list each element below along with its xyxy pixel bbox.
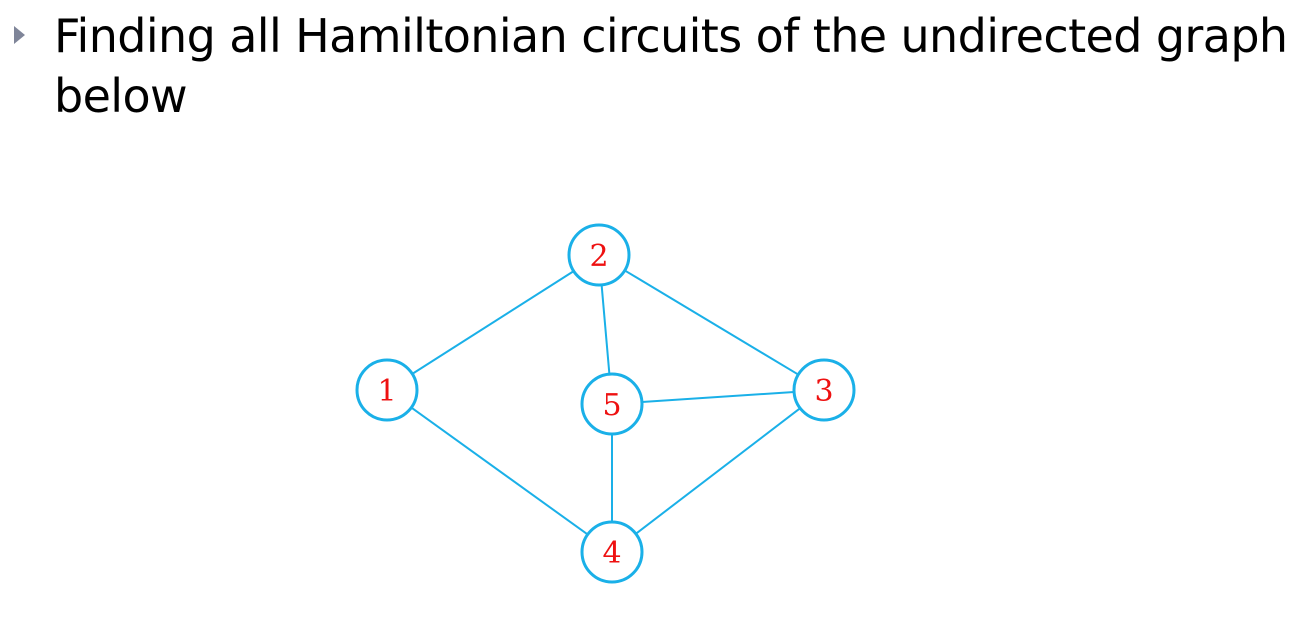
node-3: 3 xyxy=(792,358,856,422)
node-circle xyxy=(355,358,419,422)
node-1: 1 xyxy=(355,358,419,422)
node-circle xyxy=(580,520,644,584)
node-circle xyxy=(580,372,644,436)
edge-1-2 xyxy=(411,270,575,375)
node-circle xyxy=(567,223,631,287)
node-label: 2 xyxy=(589,239,608,274)
edge-3-4 xyxy=(635,407,801,535)
triangle-right-icon xyxy=(14,26,25,44)
edge-1-4 xyxy=(410,406,589,536)
nodes: 1 2 3 4 5 xyxy=(355,223,856,584)
node-label: 3 xyxy=(814,374,833,409)
edges xyxy=(410,269,801,536)
node-label: 4 xyxy=(602,536,621,571)
bullet-text: Finding all Hamiltonian circuits of the … xyxy=(54,9,1288,123)
node-2: 2 xyxy=(567,223,631,287)
node-4: 4 xyxy=(580,520,644,584)
node-label: 5 xyxy=(602,388,621,423)
node-5: 5 xyxy=(580,372,644,436)
node-circle xyxy=(792,358,856,422)
edge-2-3 xyxy=(624,269,799,376)
edge-5-3 xyxy=(641,390,795,404)
node-label: 1 xyxy=(377,374,396,409)
edge-2-5 xyxy=(600,284,611,375)
